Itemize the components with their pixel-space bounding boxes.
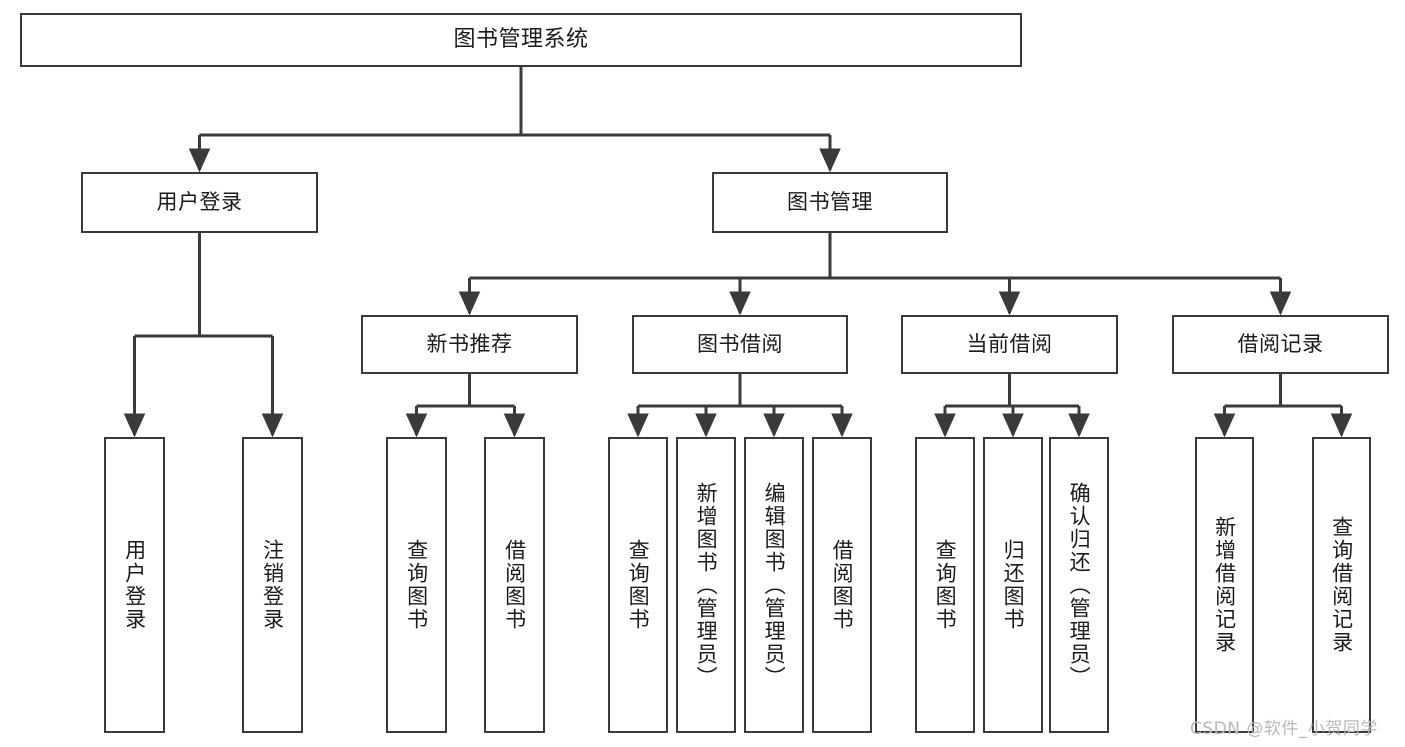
node-box-vertical-leaf-8[interactable]: 查询图书 (915, 437, 975, 733)
node-box-vertical-leaf-9[interactable]: 归还图书 (983, 437, 1043, 733)
node-box-vertical-leaf-12[interactable]: 查询借阅记录 (1312, 437, 1371, 733)
node-label: 确认归还（管理员） (1067, 481, 1092, 689)
node-box-vertical-leaf-5[interactable]: 新增图书（管理员） (676, 437, 736, 733)
node-box-vertical-leaf-11[interactable]: 新增借阅记录 (1195, 437, 1254, 733)
node-label: 图书管理系统 (453, 27, 589, 53)
node-label: 新书推荐 (426, 332, 513, 357)
node-label: 查询图书 (626, 539, 651, 631)
node-box-horizontal-l3-1[interactable]: 图书借阅 (632, 315, 848, 374)
node-label: 查询图书 (933, 539, 958, 631)
node-box-vertical-leaf-1[interactable]: 注销登录 (242, 437, 303, 733)
node-label: 新增图书（管理员） (694, 481, 719, 689)
node-box-horizontal-l2-1[interactable]: 图书管理 (712, 172, 948, 233)
node-label: 归还图书 (1001, 539, 1026, 631)
node-box-vertical-leaf-10[interactable]: 确认归还（管理员） (1049, 437, 1109, 733)
node-box-horizontal-l3-0[interactable]: 新书推荐 (361, 315, 578, 374)
node-label: 新增借阅记录 (1212, 516, 1237, 654)
node-box-vertical-leaf-2[interactable]: 查询图书 (386, 437, 447, 733)
node-label: 注销登录 (260, 539, 285, 631)
node-box-horizontal-l3-2[interactable]: 当前借阅 (901, 315, 1118, 374)
node-box-vertical-leaf-6[interactable]: 编辑图书（管理员） (744, 437, 804, 733)
node-label: 查询借阅记录 (1329, 516, 1354, 654)
node-box-horizontal-l3-3[interactable]: 借阅记录 (1172, 315, 1389, 374)
node-label: 查询图书 (404, 539, 429, 631)
node-label: 当前借阅 (966, 332, 1053, 357)
node-label: 用户登录 (122, 539, 147, 631)
node-box-vertical-leaf-3[interactable]: 借阅图书 (484, 437, 545, 733)
node-label: 图书借阅 (697, 332, 783, 357)
node-label: 编辑图书（管理员） (762, 481, 787, 689)
node-label: 图书管理 (787, 190, 873, 215)
node-label: 借阅图书 (502, 539, 527, 631)
node-label: 用户登录 (156, 190, 243, 215)
csdn-watermark: CSDN @软件_小贺同学 (1190, 719, 1378, 739)
node-box-vertical-leaf-0[interactable]: 用户登录 (104, 437, 165, 733)
node-box-root horizontal-0[interactable]: 图书管理系统 (20, 13, 1022, 67)
node-box-vertical-leaf-7[interactable]: 借阅图书 (812, 437, 872, 733)
node-box-vertical-leaf-4[interactable]: 查询图书 (608, 437, 668, 733)
node-label: 借阅图书 (830, 539, 855, 631)
node-box-horizontal-l2-0[interactable]: 用户登录 (81, 172, 318, 233)
node-label: 借阅记录 (1237, 332, 1324, 357)
